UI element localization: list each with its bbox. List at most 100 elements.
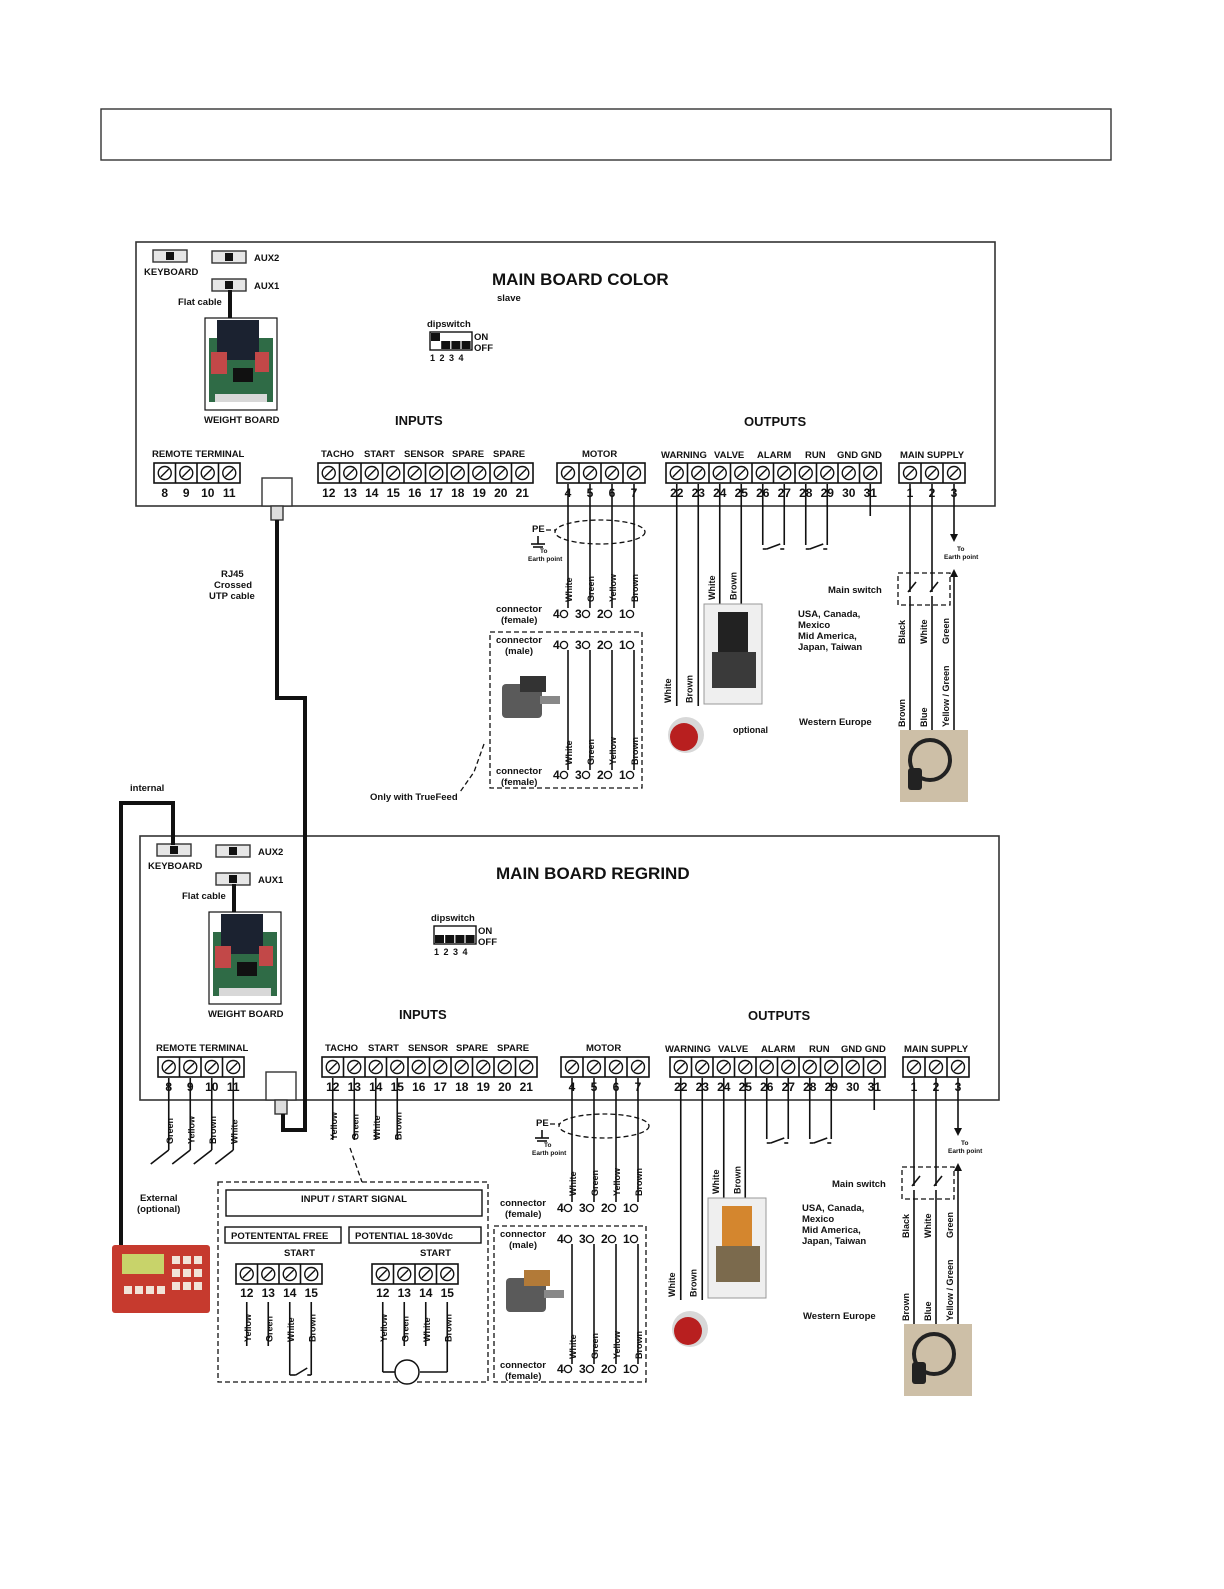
terminal-screw <box>429 465 444 481</box>
screw-slot <box>228 1062 238 1072</box>
connector-female-label: connector <box>500 1198 546 1209</box>
connector-pin-number: 2 <box>597 607 604 621</box>
start-wire-color: Brown <box>443 1314 453 1342</box>
to-earth-label: To <box>961 1140 968 1147</box>
tacho-label: TACHO <box>325 1043 358 1054</box>
connector-pin-number: 3 <box>575 638 582 652</box>
motor-wire-color: Brown <box>634 1331 644 1359</box>
pcb-red-part <box>211 352 227 374</box>
alarm-label: ALARM <box>761 1044 795 1055</box>
terminal-screw <box>867 1059 882 1075</box>
screw-slot <box>844 468 854 478</box>
connector-pin <box>559 770 569 780</box>
internal-label: internal <box>130 783 164 794</box>
connector-male-label: connector <box>500 1229 546 1240</box>
screw-slot <box>328 1062 338 1072</box>
terminal-screw <box>734 465 749 481</box>
board-subtitle: slave <box>497 293 521 304</box>
terminal-screw <box>476 1059 491 1075</box>
flat-cable-label: Flat cable <box>178 297 222 308</box>
sensor-symbol <box>394 1359 420 1385</box>
dipswitch-off-label: OFF <box>478 937 497 948</box>
tacho-label: TACHO <box>321 449 354 460</box>
keypad-key <box>146 1286 154 1294</box>
connector-female-label: (female) <box>501 615 537 626</box>
terminal-screw <box>781 1059 796 1075</box>
terminal-screw <box>304 1266 319 1282</box>
keypad-key <box>172 1282 180 1290</box>
spare-label: SPARE <box>493 449 525 460</box>
connector-pin-number: 2 <box>597 638 604 652</box>
connector-female-label: connector <box>500 1360 546 1371</box>
rj45-socket <box>265 1071 297 1101</box>
connector-female-label: connector <box>496 604 542 615</box>
main-board-frame <box>139 835 1000 1101</box>
usa-wire-color: White <box>923 1214 933 1239</box>
screw-slot <box>160 468 170 478</box>
potential-free-box <box>224 1226 342 1244</box>
valve-image <box>703 603 763 705</box>
dipswitch-lever <box>431 333 440 341</box>
usa-region-label: USA, Canada, <box>798 609 860 620</box>
usa-wire-color: Black <box>897 619 907 644</box>
eu-wire-color: Blue <box>919 707 929 727</box>
switch-contact <box>911 1175 921 1187</box>
screw-slot <box>905 468 915 478</box>
arrow-up <box>950 569 958 577</box>
terminal-screw <box>179 465 194 481</box>
to-earth-label: Earth point <box>948 1148 983 1155</box>
keyboard-label: KEYBOARD <box>148 861 203 872</box>
screw-slot <box>805 1062 815 1072</box>
terminal-screw <box>582 465 598 481</box>
keypad-key <box>172 1269 180 1277</box>
terminal-number: 16 <box>408 486 422 500</box>
relay-contact <box>770 1137 785 1144</box>
screw-slot <box>697 1062 707 1072</box>
screw-slot <box>740 1062 750 1072</box>
terminal-number: 9 <box>183 486 190 500</box>
input-signal-title-box <box>225 1189 483 1217</box>
rj45-label: RJ45 <box>221 569 244 580</box>
board-title: MAIN BOARD REGRIND <box>496 864 690 883</box>
inputs-heading: INPUTS <box>395 413 443 428</box>
terminal-screw <box>716 1059 731 1075</box>
terminal-screw <box>564 1059 580 1075</box>
screw-slot <box>324 468 334 478</box>
connector-pin <box>559 640 569 650</box>
pcb-red-part <box>259 946 273 966</box>
weight-board-image <box>208 911 282 1005</box>
switch-contact <box>933 1175 943 1187</box>
terminal-screw <box>397 1266 412 1282</box>
pe-label: PE <box>532 524 545 535</box>
terminal-screw <box>161 1059 176 1075</box>
connector-pin <box>581 640 591 650</box>
terminal-screw <box>604 465 620 481</box>
pcb-header <box>219 988 271 996</box>
remote-wire-color: White <box>229 1120 239 1145</box>
screw-slot <box>762 1062 772 1072</box>
aux2-label: AUX2 <box>258 847 283 858</box>
connector-pin-number: 1 <box>623 1362 630 1376</box>
terminal-screw <box>497 1059 512 1075</box>
dipswitch-lever <box>435 935 444 943</box>
valve-coil <box>718 612 748 652</box>
main-supply-label: MAIN SUPPLY <box>904 1044 969 1055</box>
screw-slot <box>224 468 234 478</box>
motor-image <box>502 676 560 718</box>
usa-region-label: USA, Canada, <box>802 1203 864 1214</box>
start-wire-color: Yellow <box>243 1313 253 1342</box>
screw-slot <box>478 1062 488 1072</box>
main-switch-box <box>901 1166 955 1200</box>
screw-slot <box>931 1062 941 1072</box>
arrow-down <box>950 534 958 542</box>
screw-slot <box>822 468 832 478</box>
connector-pin-number: 4 <box>553 607 560 621</box>
screw-slot <box>611 1062 621 1072</box>
start-terminal-number: 12 <box>240 1286 254 1300</box>
screw-slot <box>719 1062 729 1072</box>
terminal-screw <box>222 465 237 481</box>
